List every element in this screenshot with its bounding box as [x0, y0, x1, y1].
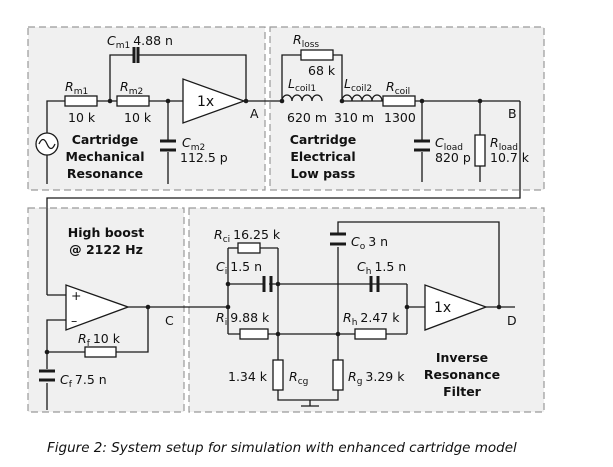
- cload-label: Cload: [435, 135, 463, 153]
- mech-block-title-3: Resonance: [67, 166, 143, 181]
- resistor-rloss: [300, 49, 334, 61]
- junction-dot: [335, 331, 341, 337]
- junction-dot: [275, 331, 281, 337]
- capacitor-ci: [262, 276, 273, 292]
- buffer-amplifier-2: [424, 284, 488, 331]
- buffer-1-label: 1x: [197, 94, 214, 110]
- node-d-label: D: [507, 313, 517, 328]
- capacitor-cload: [414, 139, 430, 152]
- node-a-label: A: [250, 106, 259, 121]
- cm2-label: Cm2: [182, 135, 205, 153]
- rcg-label: Rcg: [289, 369, 308, 387]
- junction-dot: [225, 281, 231, 287]
- cm2-value: 112.5 p: [180, 150, 228, 165]
- capacitor-cm1: [132, 47, 140, 63]
- junction-dot: [477, 98, 483, 104]
- elec-block-title-2: Electrical: [290, 149, 355, 164]
- rloss-label: Rloss: [293, 32, 319, 50]
- wires-electrical: [281, 54, 510, 182]
- resistor-rh: [354, 328, 387, 340]
- cload-value: 820 p: [435, 150, 471, 165]
- opamp-minus: –: [71, 313, 77, 328]
- boost-block-title-1: High boost: [68, 225, 145, 240]
- rm1-value: 10 k: [68, 110, 96, 125]
- rloss-value: 68 k: [308, 63, 336, 78]
- capacitor-cf: [39, 369, 55, 382]
- rm2-label: Rm2: [120, 79, 143, 97]
- node-c-label: C: [165, 313, 174, 328]
- sine-wave-icon: [38, 138, 56, 150]
- resistor-rload: [474, 134, 486, 167]
- capacitor-co: [330, 232, 346, 246]
- inductor-lcoil2: [341, 94, 383, 102]
- junction-dot: [107, 98, 113, 104]
- lcoil2-label: Lcoil2: [344, 76, 372, 94]
- rcoil-value: 1300: [384, 110, 416, 125]
- mech-block-title-2: Mechanical: [66, 149, 145, 164]
- filter-block-title-1: Inverse: [436, 350, 488, 365]
- rm2-value: 10 k: [124, 110, 152, 125]
- mech-block-title-1: Cartridge: [72, 132, 139, 147]
- boost-block-title-2: @ 2122 Hz: [69, 242, 143, 257]
- capacitor-ch: [369, 276, 380, 292]
- elec-block-title-1: Cartridge: [290, 132, 357, 147]
- junction-dot: [225, 304, 231, 310]
- filter-block-title-2: Resonance: [424, 367, 500, 382]
- rcoil-label: Rcoil: [386, 79, 410, 97]
- wires-filter: [227, 221, 515, 406]
- resistor-rm2: [116, 95, 150, 107]
- resistor-rf: [84, 346, 117, 358]
- junction-dot: [419, 98, 425, 104]
- node-b-label: B: [508, 106, 517, 121]
- rm1-label: Rm1: [65, 79, 88, 97]
- lcoil2-value: 310 m: [334, 110, 374, 125]
- resistor-rcg: [272, 359, 284, 391]
- lcoil1-value: 620 m: [287, 110, 327, 125]
- resistor-rg: [332, 359, 344, 391]
- junction-dot: [145, 304, 151, 310]
- junction-dot: [275, 281, 281, 287]
- rload-label: Rload: [490, 135, 518, 153]
- lcoil1-label: Lcoil1: [288, 76, 316, 94]
- figure-caption: Figure 2: System setup for simulation wi…: [47, 440, 517, 456]
- junction-dot: [404, 304, 410, 310]
- opamp-plus: +: [71, 288, 81, 303]
- mechanical-resonance-block: [27, 26, 266, 191]
- rload-value: 10.7 k: [490, 150, 530, 165]
- elec-block-title-3: Low pass: [291, 166, 356, 181]
- inverse-resonance-filter-block: [188, 207, 545, 413]
- buffer-2-label: 1x: [434, 300, 451, 316]
- inductor-lcoil1: [281, 94, 323, 102]
- buffer-amplifier-1: [182, 78, 246, 124]
- wires-mechanical: [46, 54, 282, 184]
- junction-dot: [44, 349, 50, 355]
- resistor-rcoil: [382, 95, 416, 107]
- junction-dot: [496, 304, 502, 310]
- resistor-rci: [237, 242, 261, 254]
- capacitor-cm2: [160, 139, 176, 152]
- rcg-value: 1.34 k: [228, 369, 268, 384]
- resistor-rm1: [64, 95, 98, 107]
- opamp: [65, 284, 130, 331]
- junction-dot: [243, 98, 249, 104]
- resistor-ri: [239, 328, 269, 340]
- filter-block-title-3: Filter: [443, 384, 482, 399]
- junction-dot: [165, 98, 171, 104]
